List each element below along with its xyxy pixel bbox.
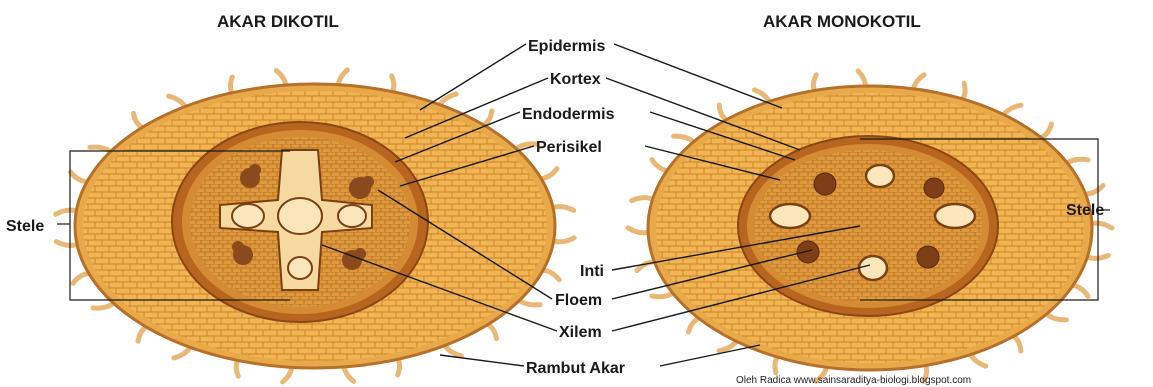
dicot-root-title: AKAR DIKOTIL xyxy=(217,12,339,31)
label-inti: Inti xyxy=(580,263,604,280)
label-stele-left: Stele xyxy=(6,218,44,235)
label-perisikel: Perisikel xyxy=(536,139,602,156)
label-endodermis: Endodermis xyxy=(522,106,615,123)
credit-text: Oleh Radica www.sainsaraditya-biologi.bl… xyxy=(736,375,971,386)
label-rambut-akar: Rambut Akar xyxy=(526,360,625,377)
label-floem: Floem xyxy=(555,292,602,309)
label-kortex: Kortex xyxy=(550,71,601,88)
dicot-root xyxy=(56,70,575,382)
label-epidermis: Epidermis xyxy=(528,38,605,55)
monocot-root-title: AKAR MONOKOTIL xyxy=(763,12,921,31)
label-xilem: Xilem xyxy=(559,324,602,341)
monocot-root xyxy=(628,71,1112,381)
